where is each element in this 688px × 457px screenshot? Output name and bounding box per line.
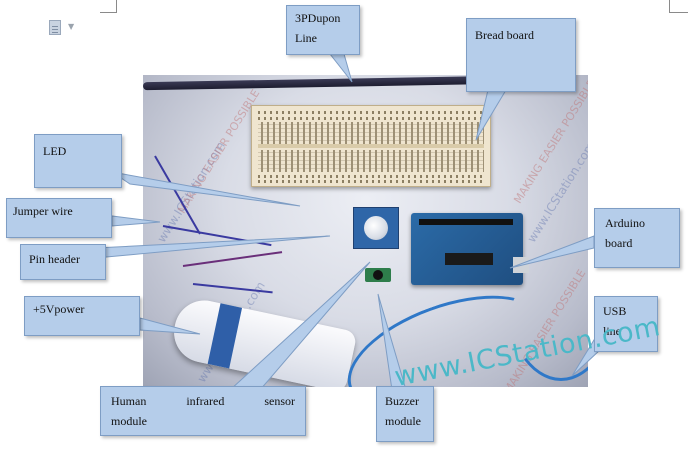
- crop-mark-top-left-h: [100, 12, 117, 13]
- callout-text: board: [605, 236, 633, 250]
- callout-arduino-board: Arduino board: [594, 208, 680, 268]
- callout-usb-line: USB line: [594, 296, 658, 352]
- jumper-wire: [182, 251, 283, 267]
- photo-watermark: MAKING EASIER POSSIBLE: [175, 87, 263, 216]
- callout-jumper-wire: Jumper wire: [6, 198, 112, 238]
- callout-text: module: [385, 414, 421, 428]
- breadboard: [251, 105, 491, 187]
- chevron-down-icon[interactable]: ▼: [68, 22, 75, 31]
- document-icon[interactable]: [49, 20, 61, 35]
- callout-text: Jumper wire: [13, 204, 73, 218]
- pir-sensor: [353, 207, 399, 249]
- callout-buzzer: Buzzer module: [376, 386, 434, 442]
- callout-text: Pin header: [29, 252, 80, 266]
- callout-bread-board: Bread board: [466, 18, 576, 92]
- callout-text: Human infrared sensor: [111, 394, 295, 408]
- callout-power: +5Vpower: [24, 296, 140, 336]
- callout-text: line: [603, 324, 621, 338]
- callout-text: Line: [295, 31, 317, 45]
- callout-text: LED: [43, 144, 67, 158]
- photo-watermark: MAKING EASIER POSSIBLE: [511, 77, 588, 206]
- buzzer-module: [365, 268, 391, 282]
- crop-mark-top-right-h: [669, 12, 688, 13]
- callout-text: Bread board: [475, 28, 534, 42]
- crop-mark-top-right: [669, 0, 670, 12]
- callout-text: +5Vpower: [33, 302, 85, 316]
- callout-text: USB: [603, 304, 627, 318]
- dupont-wire: [143, 75, 504, 91]
- callout-dupont-line: 3PDupon Line: [286, 5, 360, 55]
- callout-text: Buzzer: [385, 394, 419, 408]
- callout-text: module: [111, 414, 147, 428]
- callout-pir-sensor: Human infrared sensor module: [100, 386, 306, 436]
- crop-mark-top-left: [116, 0, 117, 12]
- callout-text: 3PDupon: [295, 11, 341, 25]
- component-photo: www.ICStation.com MAKING EASIER POSSIBLE…: [143, 75, 588, 387]
- jumper-wire: [162, 225, 272, 247]
- callout-text: Arduino: [605, 216, 645, 230]
- callout-led: LED: [34, 134, 122, 188]
- callout-pin-header: Pin header: [20, 244, 106, 280]
